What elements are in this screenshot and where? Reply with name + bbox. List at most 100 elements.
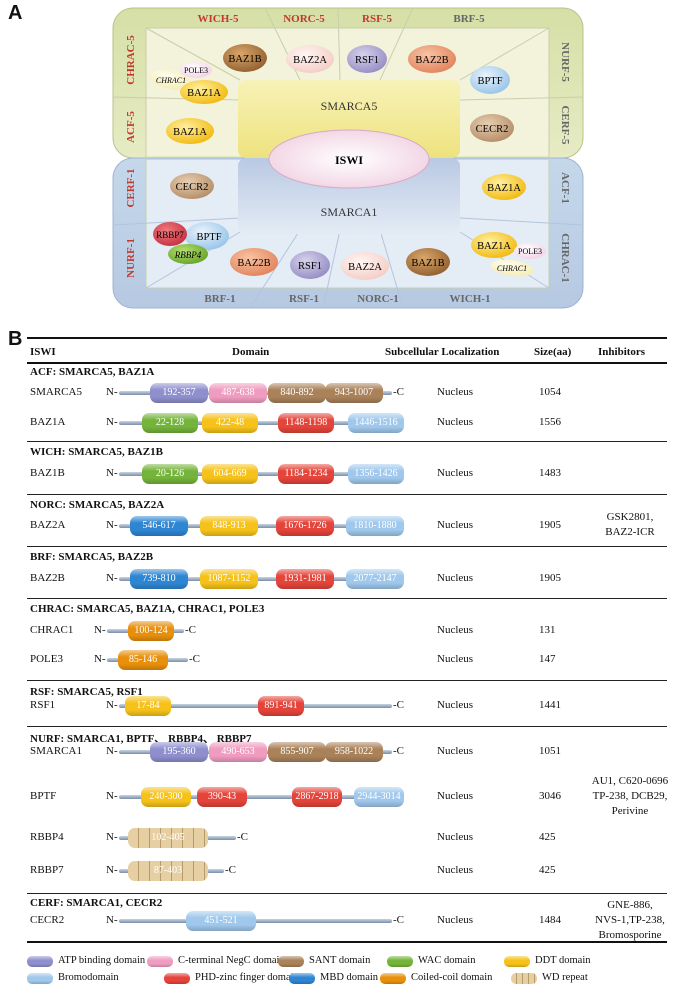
inhibitor-bptf: Perivine	[611, 804, 649, 817]
size-smarca1: 1051	[539, 745, 561, 757]
domain-ddt: 422-48	[202, 413, 258, 433]
legend-label-mbd: MBD domain	[320, 972, 379, 983]
legend-label-wd: WD repeat	[542, 972, 588, 983]
n-terminus-label: N-	[106, 914, 118, 926]
subunit-baz1b-1: BAZ1B	[411, 258, 444, 269]
size-cecr2: 1484	[539, 914, 561, 926]
size-pole3: 147	[539, 653, 556, 665]
subunit-cecr2-5: CECR2	[476, 124, 509, 135]
c-terminus-label: -C	[393, 699, 404, 711]
protein-name-cecr2: CECR2	[30, 914, 65, 926]
section-separator	[27, 441, 667, 442]
inhibitor-cecr2: NVS-1,TP-238,	[595, 913, 665, 926]
header-inhibitors: Inhibitors	[598, 346, 646, 358]
complex-brf-5: BRF-5	[453, 13, 485, 25]
domain-atp: 192-357	[150, 383, 208, 403]
legend-swatch-wac	[387, 956, 413, 967]
domain-sant: 943-1007	[325, 383, 383, 403]
domain-bromo: 451-521	[186, 911, 256, 931]
section-title-5: CHRAC: SMARCA5, BAZ1A, CHRAC1, POLE3	[30, 603, 265, 615]
section-title-2: WICH: SMARCA5, BAZ1B	[30, 446, 163, 458]
complex-acf-5: ACF-5	[125, 111, 137, 143]
protein-backbone	[119, 795, 392, 799]
protein-name-baz2b: BAZ2B	[30, 572, 65, 584]
section-separator	[27, 546, 667, 547]
n-terminus-label: N-	[94, 624, 106, 636]
panel-a-label: A	[8, 2, 23, 24]
size-chrac1: 131	[539, 624, 556, 636]
localization-rbbp4: Nucleus	[437, 831, 474, 843]
domain-ddt: 240-300	[141, 787, 191, 807]
complex-norc-5: NORC-5	[283, 13, 325, 25]
size-baz2b: 1905	[539, 572, 561, 584]
domain-phd: 1676-1726	[276, 516, 334, 536]
complex-brf-1: BRF-1	[204, 293, 235, 305]
legend-label-bromo: Bromodomain	[58, 972, 119, 983]
protein-name-rsf1: RSF1	[30, 699, 56, 711]
legend-label-sant: SANT domain	[309, 955, 371, 966]
legend-swatch-phd	[164, 973, 190, 984]
c-terminus-label: -C	[393, 386, 404, 398]
domain-mbd: 546-617	[130, 516, 188, 536]
localization-cecr2: Nucleus	[437, 914, 474, 926]
header-size: Size(aa)	[534, 346, 572, 358]
domain-negc: 487-638	[209, 383, 267, 403]
localization-rbbp7: Nucleus	[437, 864, 474, 876]
size-rbbp4: 425	[539, 831, 556, 843]
domain-wd: 102-405	[128, 828, 208, 848]
inhibitor-bptf: TP-238, DCB29,	[592, 789, 668, 802]
domain-sant: 840-892	[268, 383, 326, 403]
subunit-baz2a-5: BAZ2A	[293, 55, 327, 66]
complex-rsf-5: RSF-5	[362, 13, 392, 25]
domain-bromo: 2077-2147	[346, 569, 404, 589]
n-terminus-label: N-	[106, 699, 118, 711]
complex-chrac-5: CHRAC-5	[125, 35, 137, 85]
complex-acf-1: ACF-1	[559, 172, 571, 204]
protein-name-smarca1: SMARCA1	[30, 745, 82, 757]
subunit-pole3-5: POLE3	[184, 66, 208, 75]
legend-label-ddt: DDT domain	[535, 955, 591, 966]
n-terminus-label: N-	[106, 745, 118, 757]
subunit-cecr2-1: CECR2	[176, 182, 209, 193]
c-terminus-label: -C	[393, 745, 404, 757]
subunit-baz2a-1: BAZ2A	[348, 262, 382, 273]
subunit-baz2b-5: BAZ2B	[415, 55, 448, 66]
protein-name-pole3: POLE3	[30, 653, 63, 665]
domain-bromo: 1446-1516	[348, 413, 404, 433]
n-terminus-label: N-	[106, 386, 118, 398]
size-baz1a: 1556	[539, 416, 561, 428]
localization-smarca5: Nucleus	[437, 386, 474, 398]
legend-swatch-wd	[511, 973, 537, 984]
domain-coil: 100-124	[128, 621, 174, 641]
domain-negc: 490-653	[209, 742, 267, 762]
subunit-rbbp7-1: RBBP7	[156, 230, 184, 240]
header-localization: Subcellular Localization	[385, 346, 500, 358]
domain-wac: 20-126	[142, 464, 198, 484]
localization-baz1b: Nucleus	[437, 467, 474, 479]
legend-swatch-negc	[147, 956, 173, 967]
complex-cerf-1: CERF-1	[125, 168, 137, 207]
domain-wac: 22-128	[142, 413, 198, 433]
table-bottom-rule	[27, 941, 667, 943]
section-title-6: RSF: SMARCA5, RSF1	[30, 686, 143, 698]
protein-name-smarca5: SMARCA5	[30, 386, 82, 398]
smarca5-label: SMARCA5	[321, 99, 378, 113]
domain-ddt: 1087-1152	[200, 569, 258, 589]
protein-backbone	[119, 704, 392, 708]
protein-name-baz1b: BAZ1B	[30, 467, 65, 479]
domain-bromo: 2944-3014	[354, 787, 404, 807]
legend-label-phd: PHD-zinc finger domain	[195, 972, 299, 983]
domain-bromo: 1356-1426	[348, 464, 404, 484]
c-terminus-label: -C	[185, 624, 196, 636]
complex-chrac-1: CHRAC-1	[559, 233, 571, 283]
n-terminus-label: N-	[106, 467, 118, 479]
subunit-chrac1-5: CHRAC1	[156, 76, 186, 85]
section-title-8: CERF: SMARCA1, CECR2	[30, 897, 163, 909]
domain-phd: 1184-1234	[278, 464, 334, 484]
domain-phd: 1148-1198	[278, 413, 334, 433]
legend-swatch-sant	[278, 956, 304, 967]
legend-swatch-coil	[380, 973, 406, 984]
domain-sant: 855-907	[268, 742, 326, 762]
n-terminus-label: N-	[106, 572, 118, 584]
legend-label-atp: ATP binding domain	[58, 955, 146, 966]
